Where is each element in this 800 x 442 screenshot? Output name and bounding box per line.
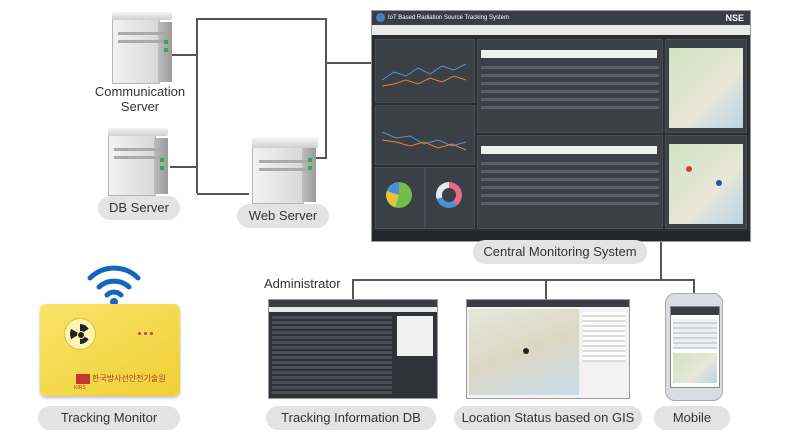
device-brand-logo — [76, 374, 90, 384]
central-monitoring-screen: IoT Based Radiation Source Tracking Syst… — [371, 10, 751, 242]
web-server-label: Web Server — [237, 204, 329, 228]
cms-title: IoT Based Radiation Source Tracking Syst… — [388, 15, 509, 21]
db-table — [272, 316, 392, 394]
status-led-icon — [144, 332, 147, 335]
gis-side-panel — [583, 312, 625, 362]
cms-toolbar — [372, 25, 750, 35]
cms-table-panel-1 — [477, 39, 663, 133]
tracking-db-screen — [268, 299, 438, 399]
cms-map-panel-1 — [665, 39, 747, 133]
wifi-icon — [87, 265, 141, 306]
cms-trend-panel-2 — [375, 105, 475, 165]
administrator-label: Administrator — [264, 276, 341, 291]
mobile-map — [673, 353, 717, 383]
korea-map — [669, 48, 743, 128]
tracking-monitor-label: Tracking Monitor — [38, 406, 180, 430]
db-server-label: DB Server — [98, 196, 180, 220]
city-map — [669, 144, 743, 224]
tracking-monitor-device: KIRS 한국방사선안전기술원 — [40, 304, 180, 396]
tracking-info-db-label: Tracking Information DB — [266, 406, 436, 430]
cms-globe-icon — [376, 13, 385, 22]
web-to-cms-link-h — [315, 157, 327, 159]
communication-server-label: Communication Server — [94, 84, 186, 114]
cms-table-panel-2 — [477, 135, 663, 229]
comm-server-link — [170, 54, 198, 56]
map-pin-icon — [716, 180, 722, 186]
central-monitoring-label: Central Monitoring System — [473, 240, 647, 264]
cms-donut-panel — [425, 167, 475, 229]
location-status-label: Location Status based on GIS — [454, 406, 642, 430]
db-server-icon — [108, 128, 168, 196]
trend-line-chart-2 — [381, 131, 467, 151]
web-server-link — [197, 193, 249, 195]
device-brand: KIRS — [74, 385, 86, 391]
pie-chart-icon — [386, 182, 412, 208]
mobile-phone — [665, 293, 723, 401]
bus-line-top — [196, 18, 326, 20]
cms-logo: NSE — [725, 13, 744, 23]
communication-server-icon — [112, 12, 172, 84]
admin-drop-mobile — [693, 279, 695, 299]
cms-map-panel-2 — [665, 135, 747, 229]
cms-trend-panel-1 — [375, 39, 475, 103]
web-to-cms-link-v — [325, 18, 327, 158]
cms-to-admin-link — [326, 62, 371, 64]
cms-header: IoT Based Radiation Source Tracking Syst… — [372, 11, 750, 25]
device-korean-text: 한국방사선안전기술원 — [92, 374, 166, 383]
admin-drop-db — [352, 279, 354, 299]
status-led-icon — [150, 332, 153, 335]
status-led-icon — [138, 332, 141, 335]
map-pin-icon — [523, 348, 529, 354]
map-pin-icon — [686, 166, 692, 172]
bus-line-vertical — [196, 18, 198, 193]
db-server-link — [170, 166, 198, 168]
admin-drop-gis — [545, 279, 547, 299]
mobile-label: Mobile — [654, 406, 730, 430]
gis-screen — [466, 299, 630, 399]
web-server-icon — [252, 138, 318, 204]
cms-footer — [372, 231, 750, 241]
cms-down-link — [660, 240, 662, 280]
admin-bus-line — [352, 279, 694, 281]
cms-pie-panel — [375, 167, 425, 229]
radiation-symbol-icon — [64, 318, 96, 350]
trend-line-chart-1 — [381, 63, 467, 87]
